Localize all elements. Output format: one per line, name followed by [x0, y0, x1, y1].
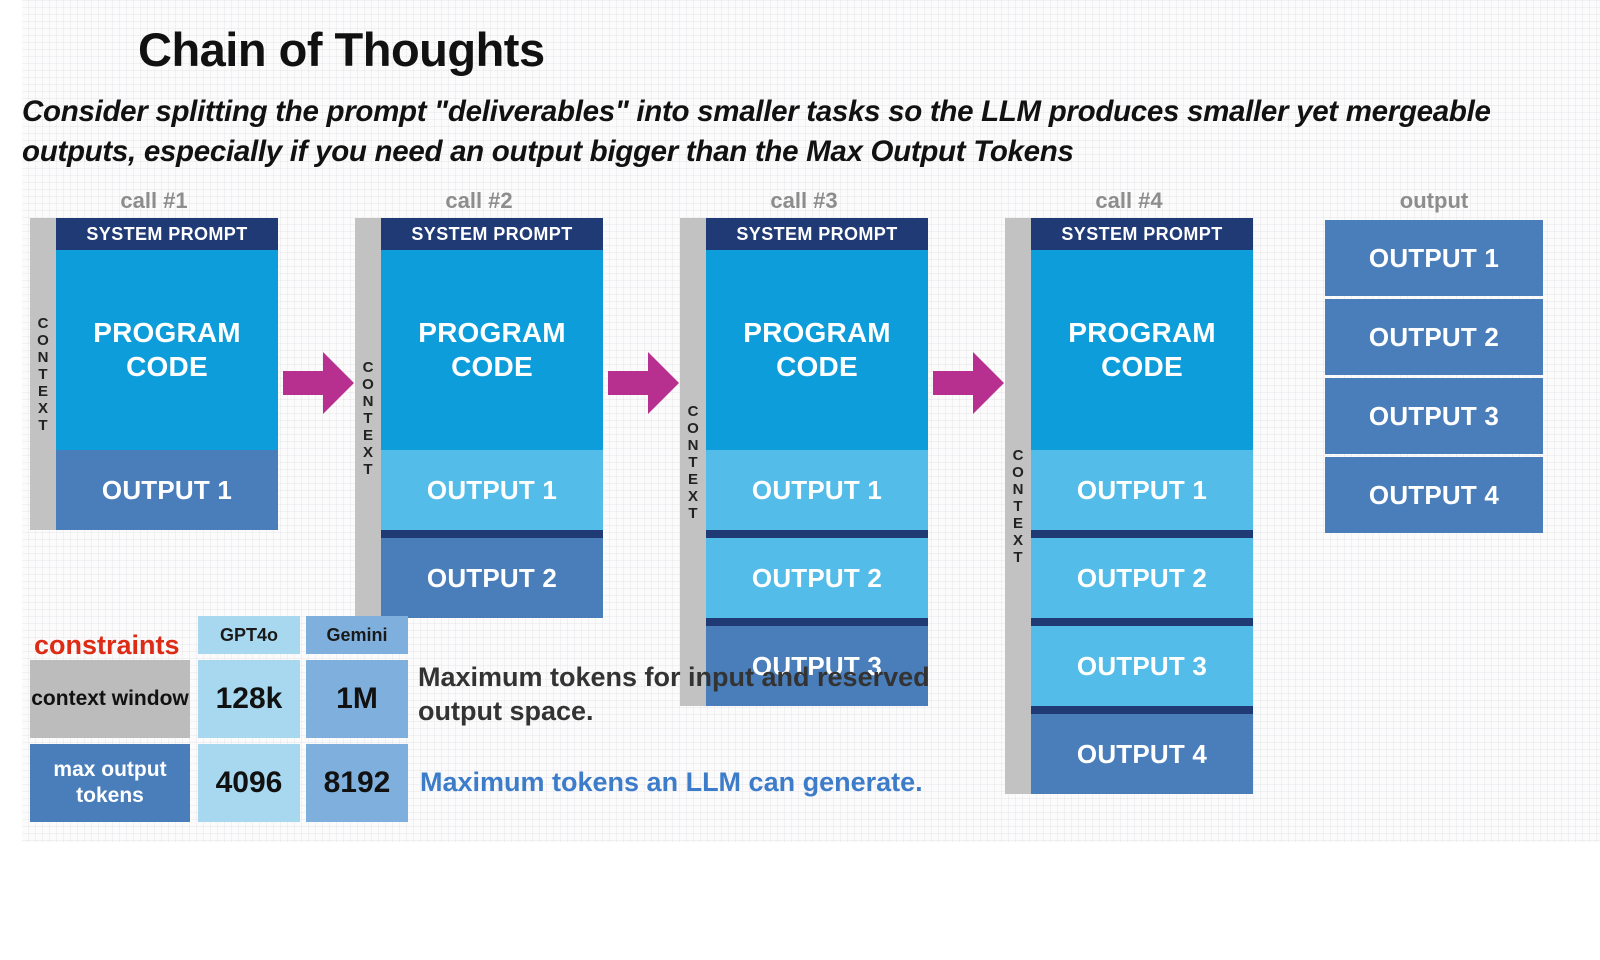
output-divider: [1031, 706, 1253, 714]
constraints-column-header-gemini: Gemini: [306, 616, 408, 654]
page-title: Chain of Thoughts: [138, 23, 545, 76]
output-block-2-call-4: OUTPUT 2: [1031, 538, 1253, 618]
arrow-call1-to-call2: [283, 350, 355, 416]
context-letter: C: [37, 314, 49, 332]
final-output-item: OUTPUT 3: [1325, 378, 1543, 454]
context-letter: E: [687, 470, 698, 488]
page-subtitle: Consider splitting the prompt "deliverab…: [22, 95, 1491, 168]
context-letter: X: [687, 487, 698, 505]
constraints-column-header-gpt4o: GPT4o: [198, 616, 300, 654]
constraints-row-label-max-output-tokens: max output tokens: [30, 744, 190, 822]
output-divider: [381, 530, 603, 538]
output-block-2-call-2: OUTPUT 2: [381, 538, 603, 618]
output-block-1-call-4: OUTPUT 1: [1031, 450, 1253, 530]
arrow-call2-to-call3: [608, 350, 680, 416]
context-letter: N: [687, 436, 699, 454]
constraints-value-context-window-gemini: 1M: [306, 660, 408, 738]
final-output-item: OUTPUT 2: [1325, 299, 1543, 375]
context-letter: X: [37, 399, 48, 417]
system-prompt-block-4: SYSTEM PROMPT: [1031, 218, 1253, 250]
constraints-title: constraints: [34, 630, 180, 660]
annotation-max-output-tokens: Maximum tokens an LLM can generate.: [420, 767, 923, 797]
output-block-2-call-3: OUTPUT 2: [706, 538, 928, 618]
context-letter: N: [362, 392, 374, 410]
arrow-call3-to-call4: [933, 350, 1005, 416]
annotation-context-window: Maximum tokens for input and reserved ou…: [418, 662, 930, 726]
output-block-4-call-4: OUTPUT 4: [1031, 714, 1253, 794]
context-letter: X: [362, 443, 373, 461]
context-letter: O: [362, 375, 374, 393]
context-letter: T: [363, 409, 373, 427]
final-output-column: output OUTPUT 1 OUTPUT 2 OUTPUT 3 OUTPUT…: [1325, 188, 1543, 533]
system-prompt-block-2: SYSTEM PROMPT: [381, 218, 603, 250]
context-letter: E: [362, 426, 373, 444]
slide-bottom-margin: [0, 842, 1600, 960]
constraints-value-context-window-gpt4o: 128k: [198, 660, 300, 738]
context-letter: T: [1013, 497, 1023, 515]
context-letter: C: [1012, 446, 1024, 464]
output-block-1-call-2: OUTPUT 1: [381, 450, 603, 530]
output-divider: [1031, 618, 1253, 626]
output-divider: [706, 618, 928, 626]
context-letter: T: [688, 453, 698, 471]
constraints-row-label-context-window: context window: [30, 660, 190, 738]
context-letter: T: [38, 365, 48, 383]
context-letter: C: [687, 402, 699, 420]
final-output-item: OUTPUT 4: [1325, 457, 1543, 533]
call-label-4: call #4: [1095, 188, 1163, 213]
output-column-label: output: [1399, 188, 1469, 213]
output-divider: [1031, 530, 1253, 538]
context-letter: C: [362, 358, 374, 376]
slide-left-margin: [0, 0, 22, 960]
call-label-3: call #3: [770, 188, 838, 213]
constraints-value-max-output-gpt4o: 4096: [198, 744, 300, 822]
context-letter: E: [37, 382, 48, 400]
output-divider: [706, 530, 928, 538]
context-letter: T: [1013, 548, 1023, 566]
system-prompt-block-3: SYSTEM PROMPT: [706, 218, 928, 250]
call-label-1: call #1: [120, 188, 188, 213]
output-block-1-call-1: OUTPUT 1: [56, 450, 278, 530]
constraints-value-max-output-gemini: 8192: [306, 744, 408, 822]
context-letter: O: [687, 419, 699, 437]
context-letter: E: [1012, 514, 1023, 532]
context-letter: N: [37, 348, 49, 366]
context-letter: T: [363, 460, 373, 478]
context-letter: T: [688, 504, 698, 522]
context-letter: O: [1012, 463, 1024, 481]
output-block-3-call-3: OUTPUT 3: [706, 626, 928, 706]
context-letter: O: [37, 331, 49, 349]
call-label-2: call #2: [445, 188, 513, 213]
context-letter: T: [38, 416, 48, 434]
system-prompt-block-1: SYSTEM PROMPT: [56, 218, 278, 250]
output-block-3-call-4: OUTPUT 3: [1031, 626, 1253, 706]
context-letter: X: [1012, 531, 1023, 549]
output-block-1-call-3: OUTPUT 1: [706, 450, 928, 530]
final-output-item: OUTPUT 1: [1325, 220, 1543, 296]
context-letter: N: [1012, 480, 1024, 498]
